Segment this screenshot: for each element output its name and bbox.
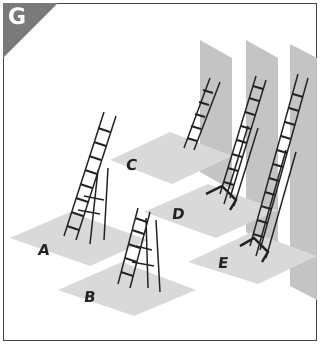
wall-e bbox=[290, 44, 317, 300]
ladder-e bbox=[239, 73, 309, 263]
scene-label-b: B bbox=[82, 288, 97, 306]
wall-d bbox=[246, 40, 278, 250]
floor-e bbox=[188, 232, 317, 284]
walls bbox=[200, 40, 317, 300]
ladder-a bbox=[63, 111, 117, 245]
scene-label-c: C bbox=[124, 156, 139, 174]
floor-d bbox=[144, 184, 278, 238]
scene-label-e: E bbox=[216, 254, 230, 272]
scene-label-d: D bbox=[170, 205, 186, 223]
floor-a bbox=[10, 212, 148, 266]
ladder-d bbox=[205, 75, 267, 211]
ladder-b bbox=[117, 207, 161, 293]
scene-label-a: A bbox=[36, 241, 51, 259]
ladder-c bbox=[183, 77, 221, 151]
floor-c bbox=[110, 132, 232, 184]
floor-plates bbox=[10, 132, 317, 316]
corner-badge-triangle bbox=[3, 3, 58, 58]
corner-badge-letter: G bbox=[8, 5, 27, 30]
floor-b bbox=[58, 262, 196, 316]
